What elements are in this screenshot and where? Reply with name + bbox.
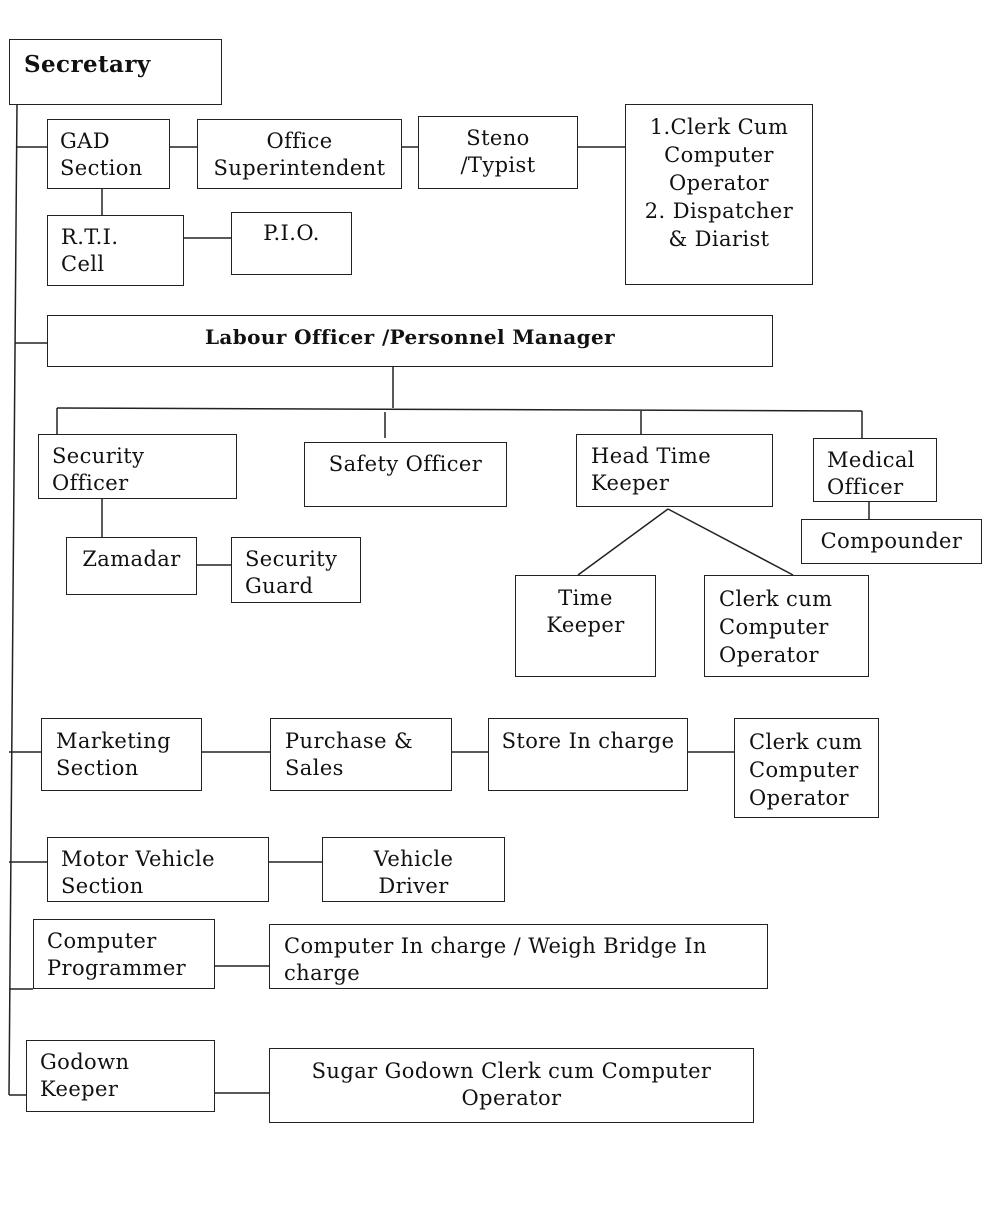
node-gad-section: GAD Section xyxy=(47,119,170,189)
medical-officer-label: Medical Officer xyxy=(827,448,915,499)
security-officer-label: Security Officer xyxy=(52,444,145,495)
node-rti-cell: R.T.I. Cell xyxy=(47,215,184,286)
node-clerk-dispatcher: 1.Clerk Cum Computer Operator 2. Dispatc… xyxy=(625,104,813,285)
node-store-in-charge: Store In charge xyxy=(488,718,688,791)
node-clerk-cum-computer-operator-2: Clerk cum Computer Operator xyxy=(734,718,879,818)
node-pio: P.I.O. xyxy=(231,212,352,275)
godown-keeper-label: Godown Keeper xyxy=(40,1050,130,1101)
marketing-section-label: Marketing Section xyxy=(56,729,171,780)
node-head-time-keeper: Head Time Keeper xyxy=(576,434,773,507)
node-time-keeper: Time Keeper xyxy=(515,575,656,677)
clerk-dispatcher-label: 1.Clerk Cum Computer Operator 2. Dispatc… xyxy=(644,115,794,251)
security-guard-label: Security Guard xyxy=(245,547,338,598)
node-computer-in-charge: Computer In charge / Weigh Bridge In cha… xyxy=(269,924,768,989)
clerk-cum-computer-operator-2-label: Clerk cum Computer Operator xyxy=(749,730,863,810)
node-vehicle-driver: Vehicle Driver xyxy=(322,837,505,902)
node-steno-typist: Steno /Typist xyxy=(418,116,578,189)
rti-cell-label: R.T.I. Cell xyxy=(61,225,119,276)
gad-section-label: GAD Section xyxy=(60,129,143,180)
node-godown-keeper: Godown Keeper xyxy=(26,1040,215,1112)
motor-vehicle-section-label: Motor Vehicle Section xyxy=(61,847,215,898)
steno-typist-label: Steno /Typist xyxy=(460,126,536,177)
store-in-charge-label: Store In charge xyxy=(501,729,675,753)
vehicle-driver-label: Vehicle Driver xyxy=(373,847,454,898)
node-marketing-section: Marketing Section xyxy=(41,718,202,791)
safety-officer-label: Safety Officer xyxy=(328,452,483,476)
node-zamadar: Zamadar xyxy=(66,537,197,595)
compounder-label: Compounder xyxy=(820,529,963,553)
pio-label: P.I.O. xyxy=(263,221,320,245)
node-computer-programmer: Computer Programmer xyxy=(33,919,215,989)
node-motor-vehicle-section: Motor Vehicle Section xyxy=(47,837,269,902)
node-secretary: Secretary xyxy=(9,39,222,105)
spine-line xyxy=(8,103,18,1096)
node-safety-officer: Safety Officer xyxy=(304,442,507,507)
computer-programmer-label: Computer Programmer xyxy=(47,929,187,980)
head-time-keeper-label: Head Time Keeper xyxy=(591,444,712,495)
clerk-cum-computer-operator-1-label: Clerk cum Computer Operator xyxy=(719,587,833,667)
node-security-guard: Security Guard xyxy=(231,537,361,603)
time-keeper-label: Time Keeper xyxy=(546,586,625,637)
office-superintendent-label: Office Superintendent xyxy=(213,129,386,180)
node-clerk-cum-computer-operator-1: Clerk cum Computer Operator xyxy=(704,575,869,677)
purchase-sales-label: Purchase & Sales xyxy=(285,729,414,780)
node-security-officer: Security Officer xyxy=(38,434,237,499)
node-compounder: Compounder xyxy=(801,519,982,564)
node-medical-officer: Medical Officer xyxy=(813,438,937,502)
labour-officer-label: Labour Officer /Personnel Manager xyxy=(204,325,616,349)
node-office-superintendent: Office Superintendent xyxy=(197,119,402,189)
node-purchase-sales: Purchase & Sales xyxy=(270,718,452,791)
node-labour-officer: Labour Officer /Personnel Manager xyxy=(47,315,773,367)
sugar-godown-clerk-label: Sugar Godown Clerk cum Computer Operator xyxy=(311,1059,712,1110)
node-sugar-godown-clerk: Sugar Godown Clerk cum Computer Operator xyxy=(269,1048,754,1123)
secretary-label: Secretary xyxy=(24,51,151,78)
zamadar-label: Zamadar xyxy=(82,547,181,571)
computer-in-charge-label: Computer In charge / Weigh Bridge In cha… xyxy=(284,934,707,985)
